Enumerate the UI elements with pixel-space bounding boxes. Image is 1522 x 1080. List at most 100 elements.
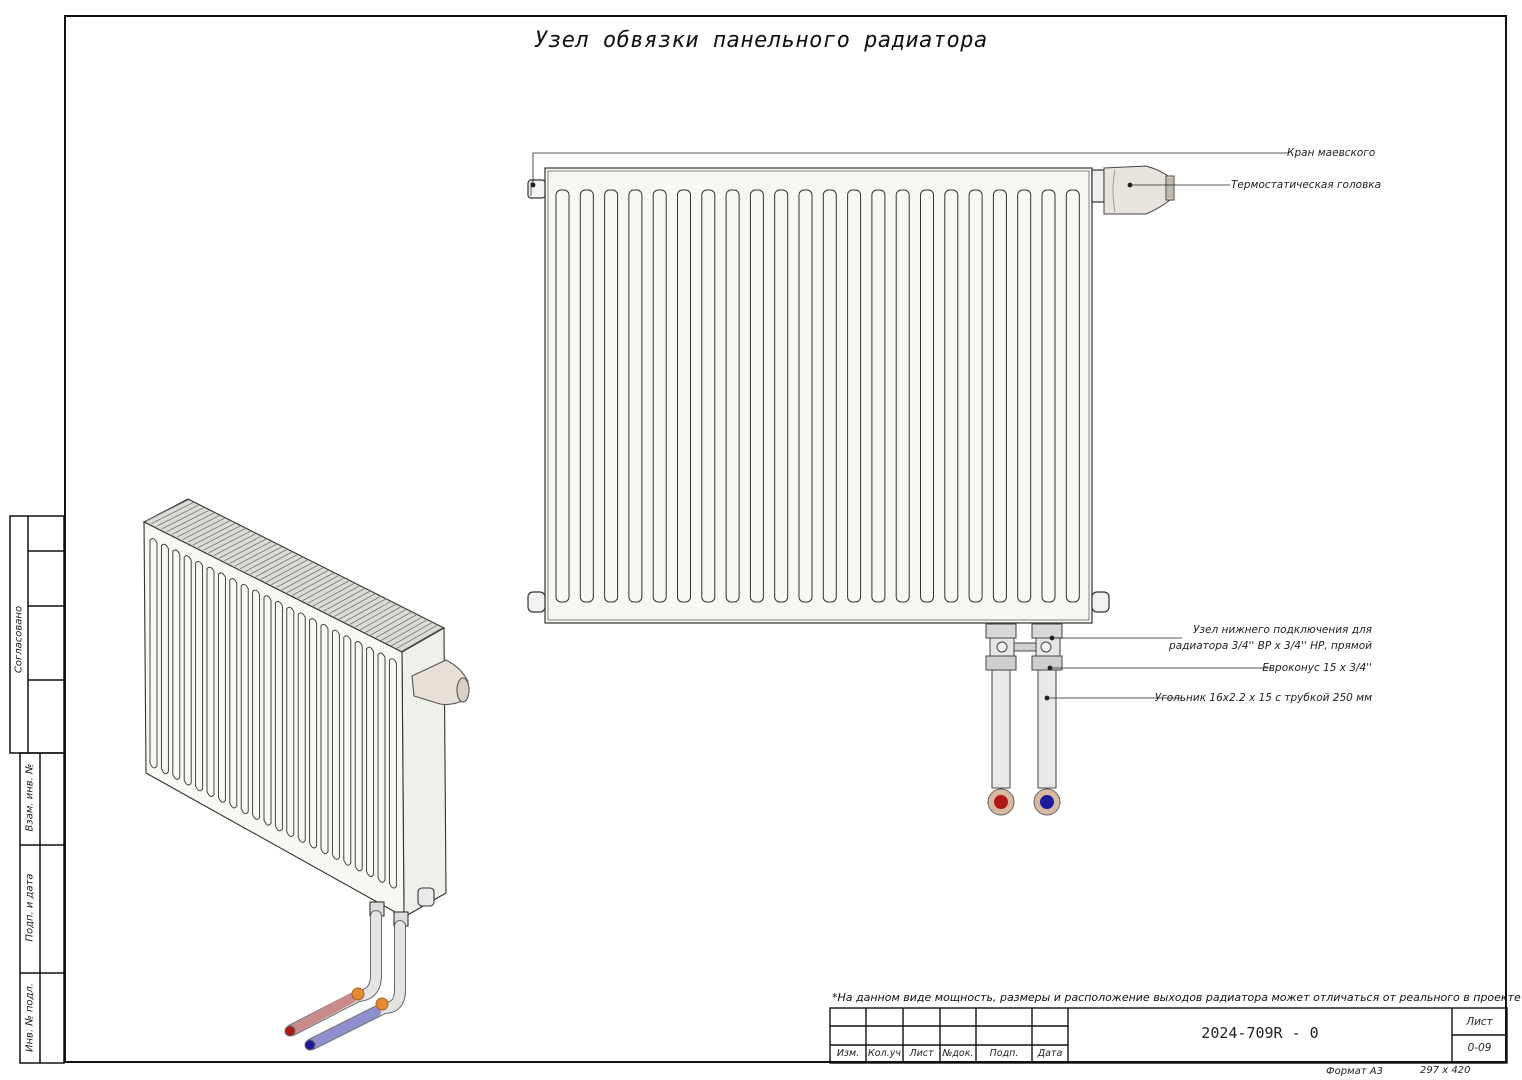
iso-fin	[198, 525, 240, 548]
iso-channel	[263, 595, 272, 826]
iso-fin	[255, 554, 298, 578]
label-mayevsky: Кран маевского	[1287, 147, 1376, 159]
iso-fin	[354, 604, 396, 628]
front-channel	[701, 189, 716, 603]
iso-channel	[229, 578, 238, 809]
iso-fin	[276, 564, 318, 588]
front-radiator	[527, 167, 1110, 624]
front-channel	[579, 189, 594, 603]
right-plug-icon	[1091, 591, 1110, 613]
tb-col-ndok: №док.	[942, 1048, 974, 1059]
front-channel	[992, 189, 1007, 603]
iso-channel	[172, 549, 181, 780]
iso-channel	[240, 583, 249, 815]
iso-fin	[307, 580, 349, 604]
isometric-radiator	[142, 498, 470, 927]
iso-fin	[386, 619, 427, 644]
isometric-thermo-head-icon	[411, 659, 470, 706]
iso-fin	[313, 583, 355, 607]
iso-fin	[380, 617, 422, 641]
iso-fin	[224, 538, 266, 562]
isometric-pipes	[284, 910, 406, 1051]
drawing-note: *На данном виде мощность, размеры и расп…	[832, 991, 1521, 1004]
iso-fin	[182, 517, 225, 540]
iso-fin	[349, 601, 391, 625]
iso-fin	[187, 520, 230, 543]
tb-col-izm: Изм.	[836, 1048, 860, 1059]
iso-fin	[365, 609, 406, 633]
valve-body-icon	[1091, 169, 1105, 203]
front-channel	[895, 189, 910, 603]
iso-fin	[318, 585, 360, 609]
label-bottom-unit-1: Узел нижнего подключения для	[1193, 624, 1372, 636]
iso-fin	[323, 588, 365, 612]
drawing-title: Узел обвязки панельного радиатора	[534, 28, 988, 53]
iso-fin	[229, 541, 272, 564]
left-plug-icon	[527, 591, 546, 613]
side-stamp-grid	[9, 515, 65, 1064]
iso-channel	[274, 601, 283, 832]
front-channel	[822, 189, 837, 603]
iso-channel	[354, 641, 363, 872]
tb-col-kol-uch: Кол.уч	[868, 1048, 901, 1059]
iso-channel	[252, 589, 261, 820]
stamp-sign-date: Подп. и дата	[24, 873, 36, 942]
mayevsky-valve-icon	[527, 179, 546, 199]
front-channel	[1041, 189, 1056, 603]
sheet-label: Лист	[1466, 1016, 1493, 1028]
iso-fin	[245, 549, 287, 572]
iso-fin	[239, 546, 282, 570]
front-channel	[847, 189, 862, 603]
iso-fin	[302, 578, 344, 601]
iso-fin	[151, 502, 194, 524]
front-channel	[920, 189, 934, 603]
return-pipe-end-icon	[1033, 788, 1061, 816]
iso-fin	[360, 606, 401, 631]
iso-channel	[309, 618, 318, 849]
supply-pipe-end-icon	[987, 788, 1015, 816]
iso-fin	[292, 572, 334, 596]
iso-channel	[343, 635, 352, 866]
iso-fin	[260, 557, 303, 580]
format-label: Формат А3	[1326, 1066, 1383, 1077]
iso-fin	[192, 523, 235, 546]
iso-channel	[206, 566, 215, 797]
thermostatic-head-icon	[1103, 165, 1175, 215]
sheet-value: 0-09	[1467, 1042, 1492, 1054]
iso-fin	[265, 559, 308, 583]
iso-fin	[145, 499, 189, 522]
iso-fin	[391, 622, 432, 646]
iso-fin	[281, 567, 323, 591]
front-channel	[968, 189, 983, 603]
iso-fin	[203, 528, 246, 551]
front-channel	[555, 189, 570, 603]
front-channel	[798, 189, 813, 603]
iso-fin	[250, 551, 292, 575]
callout-leaders	[530, 152, 1288, 701]
front-channel	[725, 189, 740, 603]
iso-channel	[388, 658, 397, 889]
label-elbow: Угольник 16х2.2 х 15 с трубкой 250 мм	[1154, 692, 1372, 704]
front-channel	[749, 189, 764, 603]
front-channel	[774, 189, 789, 603]
front-channel	[944, 189, 959, 603]
stamp-vzam-inv: Взам. инв. №	[24, 763, 36, 832]
iso-channel	[195, 560, 204, 792]
front-channel	[652, 189, 667, 603]
iso-channel	[160, 543, 169, 775]
iso-fin	[401, 627, 443, 652]
iso-fin	[208, 531, 251, 554]
isometric-top-fins	[145, 499, 443, 652]
tb-col-podp: Подп.	[989, 1048, 1019, 1059]
iso-channel	[331, 629, 340, 860]
iso-channel	[366, 646, 375, 878]
iso-fin	[396, 625, 437, 649]
iso-fin	[271, 562, 313, 585]
stamp-agreed: Согласовано	[13, 605, 25, 674]
iso-channel	[286, 606, 295, 838]
drawing-frame	[64, 15, 1507, 1063]
label-bottom-unit-2: радиатора 3/4'' ВР х 3/4'' НР, прямой	[1169, 640, 1372, 652]
iso-fin	[297, 575, 339, 599]
tb-col-list: Лист	[909, 1048, 934, 1059]
front-radiator-channels	[555, 189, 1080, 603]
